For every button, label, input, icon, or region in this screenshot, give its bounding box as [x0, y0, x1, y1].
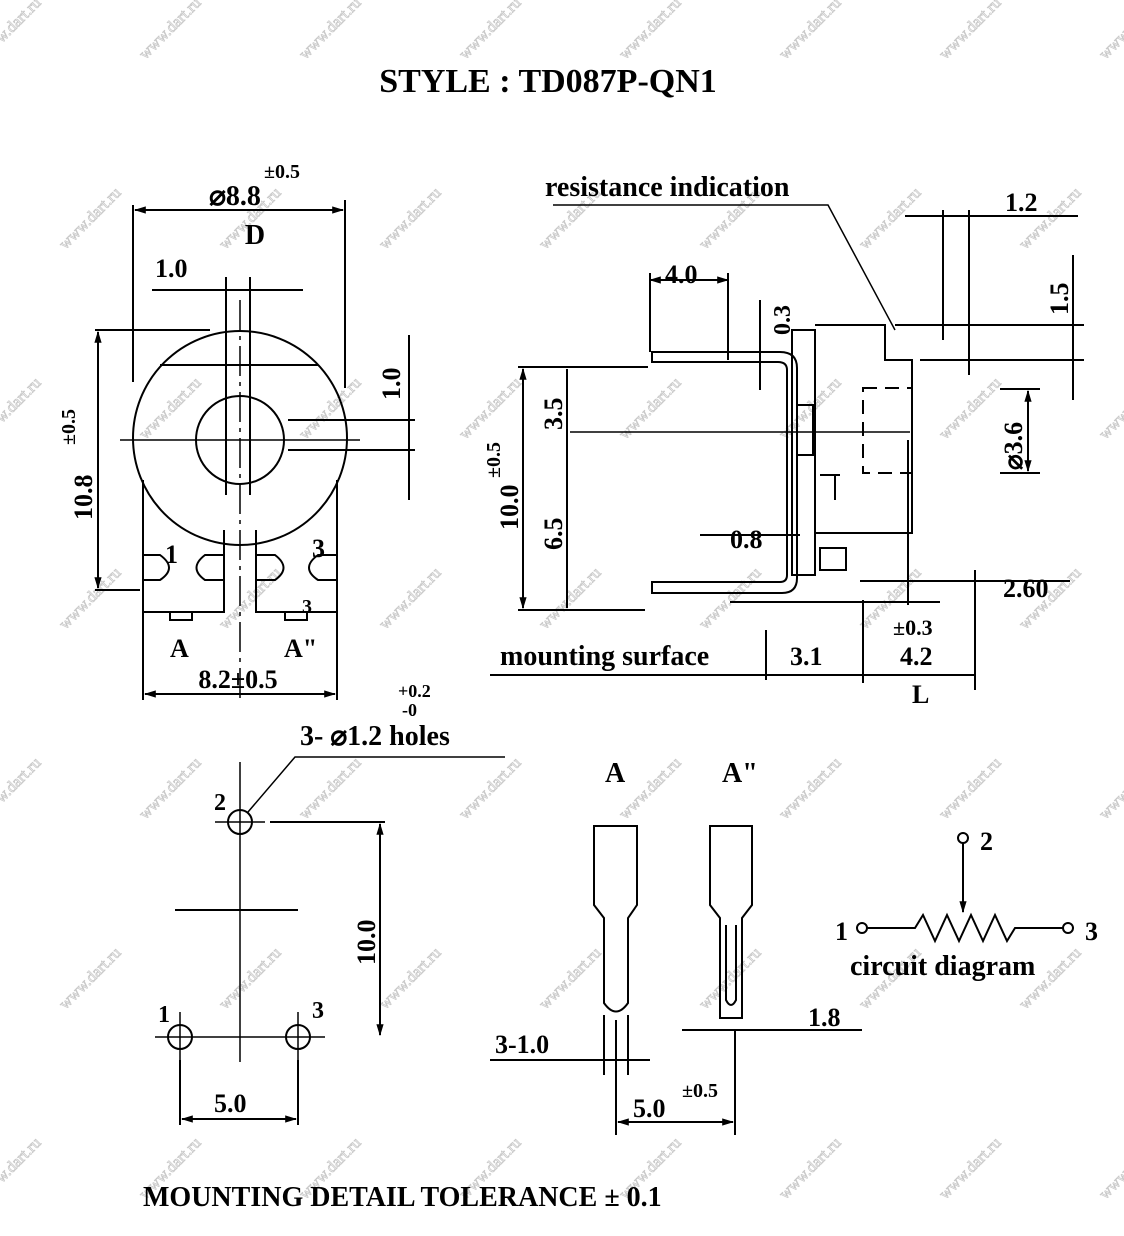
- watermark-text: www.dart.ru: [1096, 374, 1124, 442]
- svg-text:3.1: 3.1: [790, 642, 823, 671]
- watermark-text: www.dart.ru: [696, 944, 764, 1012]
- svg-text:5.0: 5.0: [214, 1089, 247, 1118]
- svg-text:±0.5: ±0.5: [682, 1080, 718, 1102]
- watermark-text: www.dart.ru: [216, 564, 284, 632]
- watermark-text: www.dart.ru: [936, 0, 1004, 63]
- svg-text:circuit diagram: circuit diagram: [850, 951, 1035, 982]
- svg-text:3: 3: [312, 534, 325, 563]
- watermark-text: www.dart.ru: [936, 374, 1004, 442]
- svg-text:1.0: 1.0: [155, 254, 188, 283]
- watermark-text: www.dart.ru: [536, 944, 604, 1012]
- svg-text:3: 3: [1085, 917, 1098, 946]
- svg-text:⌀8.8: ⌀8.8: [209, 181, 261, 212]
- mounting-tolerance-note: MOUNTING DETAIL TOLERANCE ± 0.1: [143, 1182, 662, 1213]
- svg-text:A": A": [722, 758, 758, 789]
- watermark-text: www.dart.ru: [136, 754, 204, 822]
- watermark-text: www.dart.ru: [376, 184, 444, 252]
- watermark-text: www.dart.ru: [216, 944, 284, 1012]
- side-view: resistance indication 1.2 1.5 4.0 0.3 ⌀3…: [483, 172, 1084, 709]
- svg-text:2: 2: [980, 827, 993, 856]
- watermark-text: www.dart.ru: [56, 944, 124, 1012]
- watermark-text: www.dart.ru: [1096, 1134, 1124, 1202]
- svg-text:10.8: 10.8: [69, 475, 98, 521]
- svg-text:resistance indication: resistance indication: [545, 172, 790, 203]
- watermark-text: www.dart.ru: [856, 184, 924, 252]
- svg-text:-0: -0: [402, 700, 417, 720]
- watermark-text: www.dart.ru: [456, 374, 524, 442]
- svg-text:A: A: [170, 634, 189, 663]
- svg-text:3: 3: [302, 596, 312, 618]
- svg-text:1: 1: [835, 917, 848, 946]
- watermark-text: www.dart.ru: [0, 754, 45, 822]
- watermark-text: www.dart.ru: [936, 1134, 1004, 1202]
- svg-text:±0.5: ±0.5: [264, 161, 300, 183]
- svg-text:1.0: 1.0: [377, 368, 406, 401]
- svg-text:+0.2: +0.2: [398, 681, 431, 701]
- watermark-text: www.dart.ru: [1096, 754, 1124, 822]
- mounting-detail: 3- ⌀1.2 holes +0.2 -0 10.0 2 1 3 5.0: [155, 681, 505, 1125]
- svg-text:1: 1: [165, 540, 178, 569]
- watermark-text: www.dart.ru: [0, 1134, 45, 1202]
- lead-detail: A A" 3-1.0 1.8 5.0 ±0.5: [490, 758, 862, 1135]
- svg-text:1.2: 1.2: [1005, 188, 1038, 217]
- svg-text:3-1.0: 3-1.0: [495, 1030, 549, 1059]
- watermark-text: www.dart.ru: [56, 564, 124, 632]
- svg-text:1.8: 1.8: [808, 1003, 841, 1032]
- svg-text:1.5: 1.5: [1045, 283, 1074, 316]
- svg-text:4.0: 4.0: [665, 260, 698, 289]
- svg-text:3.5: 3.5: [539, 398, 568, 431]
- front-view: ⌀8.8 ±0.5 D 1.0 1.0 10.8 ±0.5 1 3 3 A A"…: [58, 161, 415, 700]
- watermark-text: www.dart.ru: [696, 564, 764, 632]
- svg-text:A": A": [284, 634, 317, 663]
- drawing-title: STYLE : TD087P-QN1: [379, 63, 717, 100]
- watermark-text: www.dart.ru: [136, 0, 204, 63]
- svg-text:2.60: 2.60: [1003, 574, 1049, 603]
- watermark-text: www.dart.ru: [56, 184, 124, 252]
- svg-text:3: 3: [312, 998, 324, 1024]
- svg-text:±0.3: ±0.3: [893, 615, 933, 640]
- svg-text:⌀3.6: ⌀3.6: [999, 422, 1028, 470]
- watermark-text: www.dart.ru: [0, 374, 45, 442]
- svg-text:mounting surface: mounting surface: [500, 641, 709, 672]
- svg-text:4.2: 4.2: [900, 642, 933, 671]
- watermark-text: www.dart.ru: [776, 1134, 844, 1202]
- svg-text:10.0: 10.0: [352, 920, 381, 966]
- watermark-text: www.dart.ru: [616, 0, 684, 63]
- watermark-text: www.dart.ru: [536, 564, 604, 632]
- svg-text:1: 1: [158, 1002, 170, 1028]
- svg-text:L: L: [912, 680, 929, 709]
- watermark-text: www.dart.ru: [296, 0, 364, 63]
- watermark-text: www.dart.ru: [0, 0, 45, 63]
- svg-text:10.0: 10.0: [495, 485, 524, 531]
- watermark-text: www.dart.ru: [776, 754, 844, 822]
- svg-text:5.0: 5.0: [633, 1094, 666, 1123]
- watermark-text: www.dart.ru: [456, 0, 524, 63]
- svg-text:6.5: 6.5: [539, 518, 568, 551]
- svg-text:±0.5: ±0.5: [483, 442, 505, 478]
- svg-text:2: 2: [214, 790, 226, 816]
- watermark-text: www.dart.ru: [296, 374, 364, 442]
- watermark-text: www.dart.ru: [376, 944, 444, 1012]
- watermark-text: www.dart.ru: [776, 0, 844, 63]
- watermark-text: www.dart.ru: [456, 754, 524, 822]
- watermark-text: www.dart.ru: [296, 754, 364, 822]
- svg-text:8.2±0.5: 8.2±0.5: [198, 665, 277, 694]
- watermark-text: www.dart.ru: [1096, 0, 1124, 63]
- watermark-text: www.dart.ru: [936, 754, 1004, 822]
- svg-text:A: A: [605, 758, 626, 789]
- svg-text:0.8: 0.8: [730, 525, 763, 554]
- svg-text:3- ⌀1.2 holes: 3- ⌀1.2 holes: [300, 721, 450, 752]
- watermark-text: www.dart.ru: [376, 564, 444, 632]
- circuit-diagram: 2 1 3 circuit diagram: [835, 827, 1098, 982]
- svg-text:D: D: [245, 220, 265, 251]
- watermark-text: www.dart.ru: [616, 754, 684, 822]
- svg-text:±0.5: ±0.5: [58, 409, 80, 445]
